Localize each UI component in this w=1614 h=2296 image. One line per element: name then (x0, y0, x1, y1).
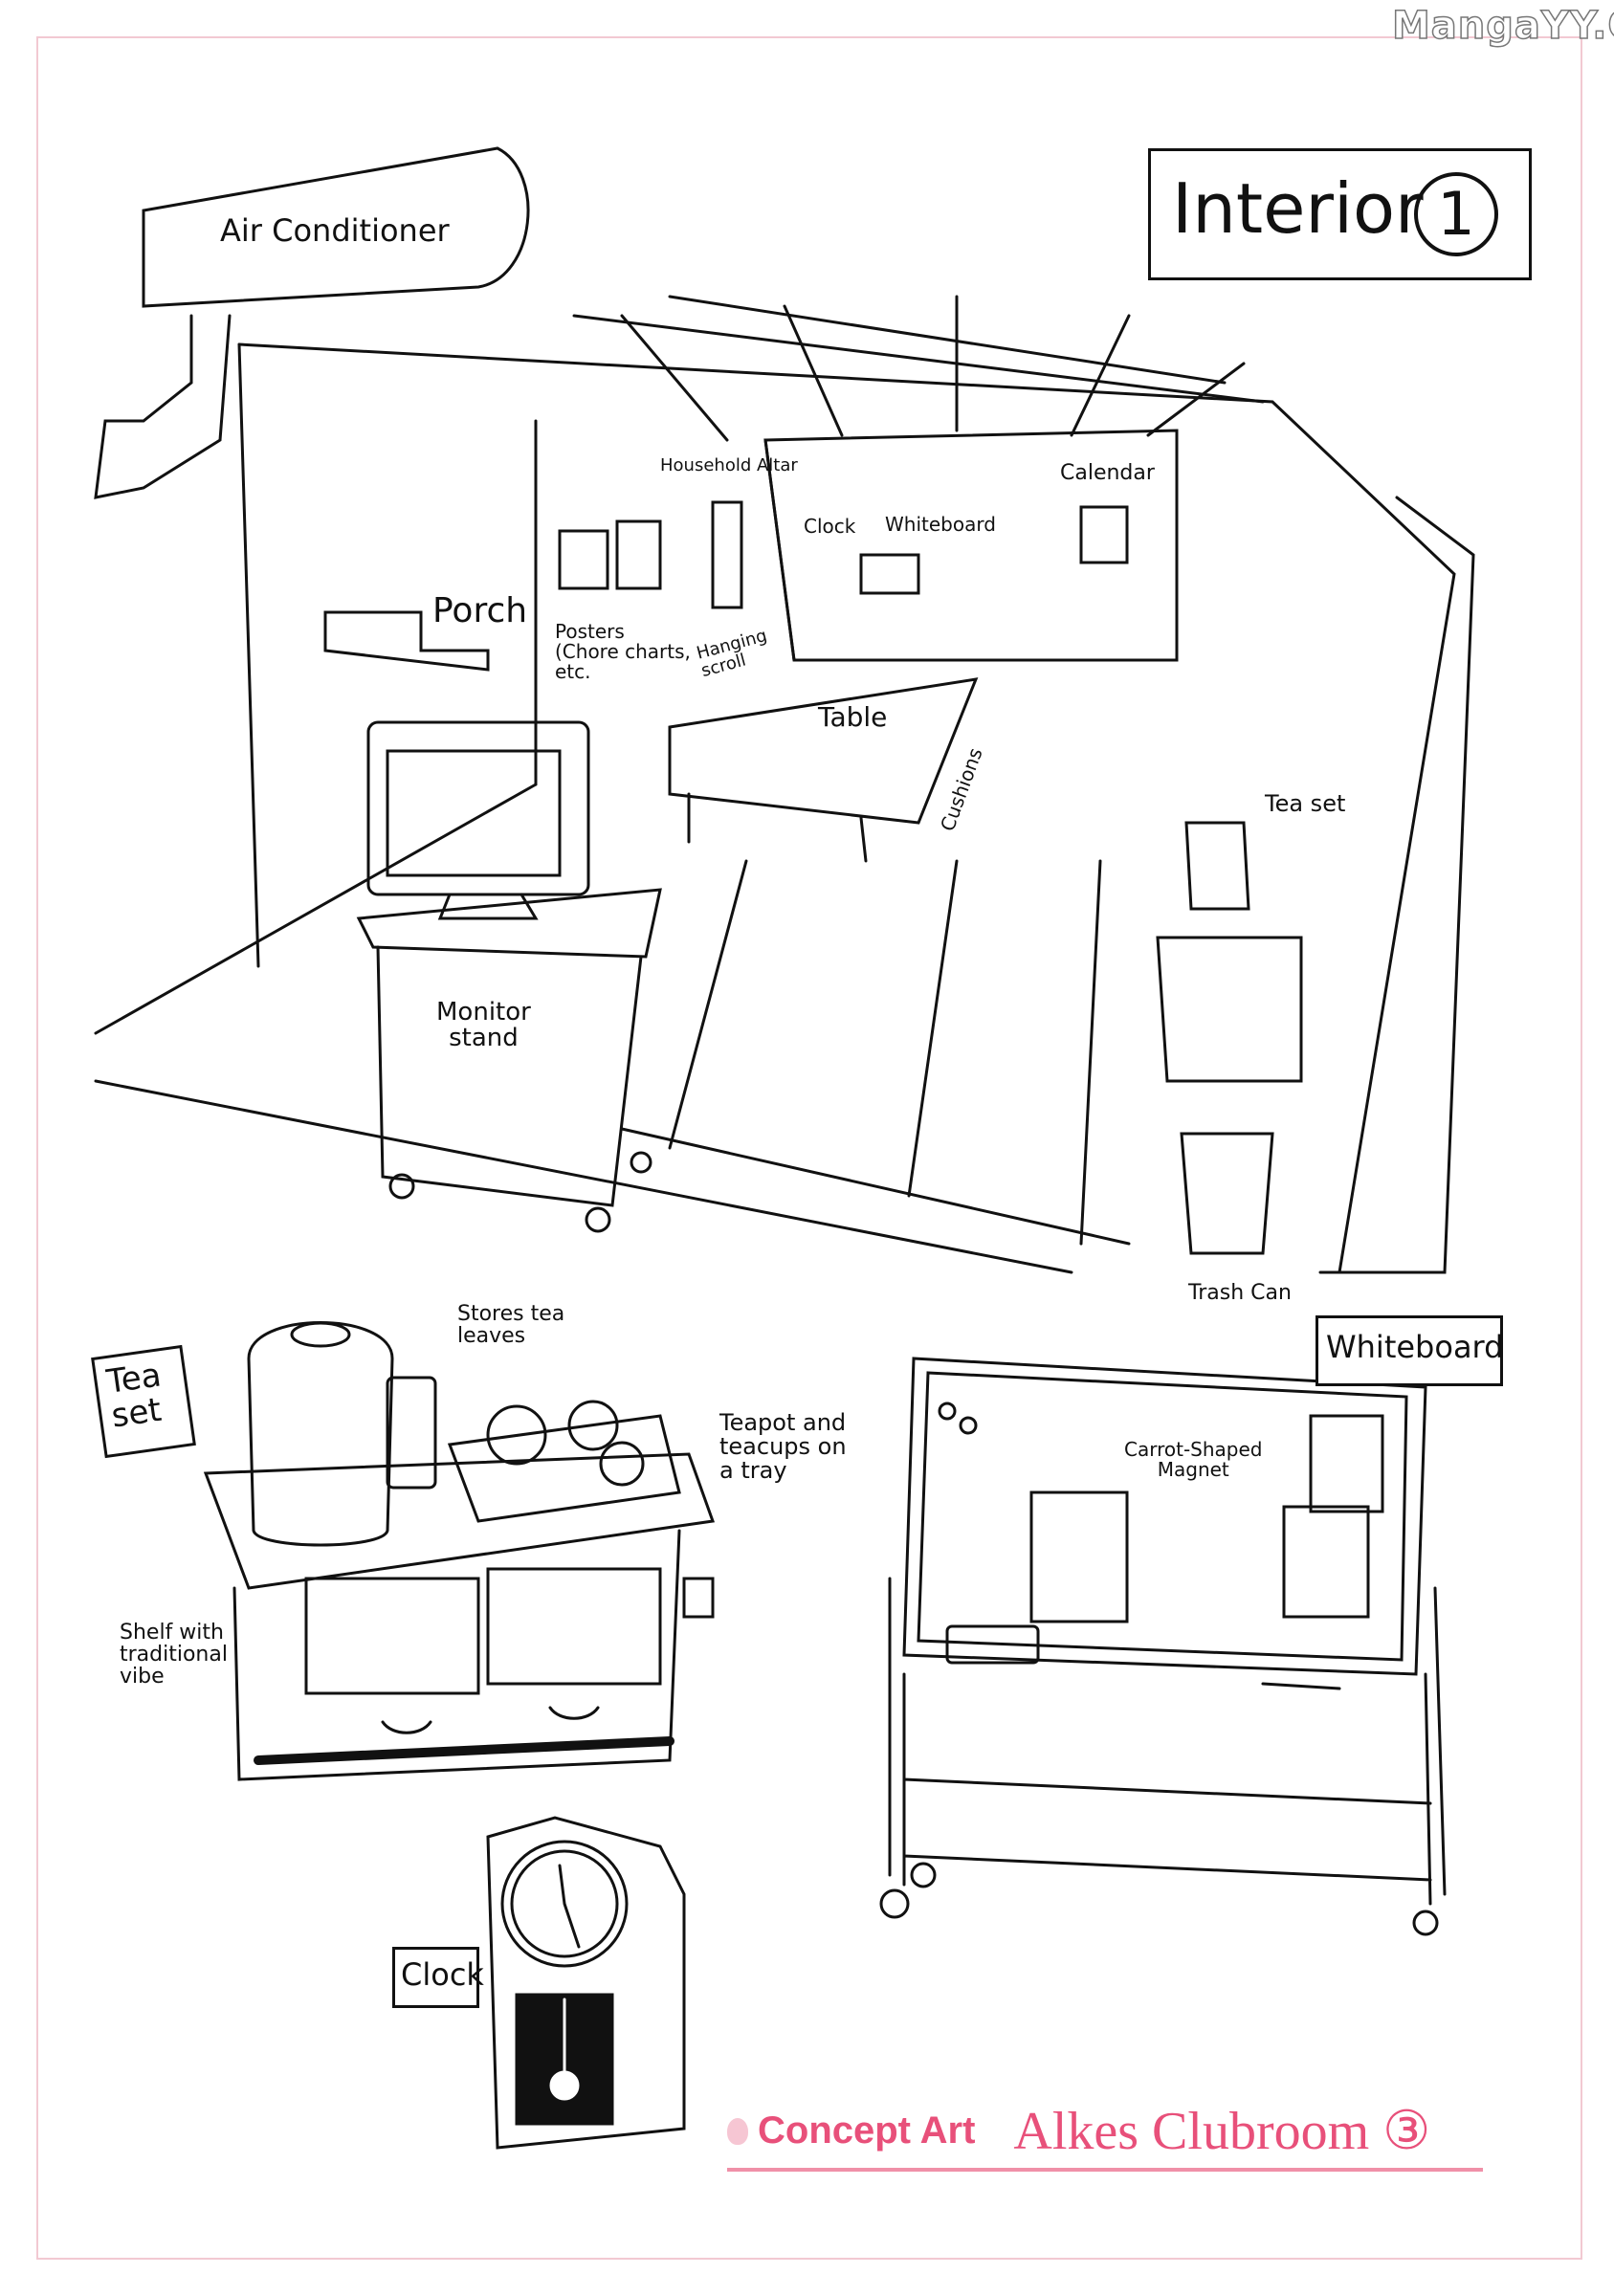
label-air-conditioner: Air Conditioner (220, 212, 450, 249)
room-tea-shelf-sketch (1156, 821, 1303, 1255)
title-box: Interior 1 (1148, 148, 1532, 280)
label-household-altar: Household Altar (660, 455, 798, 475)
whiteboard-detail-sketch (879, 1357, 1447, 1936)
label-stores-tea: Stores tea leaves (457, 1302, 565, 1349)
room-sketch (94, 295, 1475, 1274)
air-conditioner-sketch (94, 146, 530, 499)
clock-detail-sketch (486, 1816, 686, 2150)
label-shelf: Shelf with traditional vibe (120, 1621, 228, 1689)
page-frame (36, 36, 1582, 2260)
clubroom-title: Alkes Clubroom ③ (1013, 2102, 1431, 2161)
title-number: 1 (1414, 172, 1498, 256)
tea-set-detail-sketch (203, 1321, 716, 1781)
label-teapot: Teapot and teacups on a tray (719, 1409, 847, 1485)
tea-set-label-box: Tea set (91, 1344, 196, 1459)
label-porch: Porch (432, 591, 528, 630)
label-whiteboard: Whiteboard (1326, 1329, 1504, 1365)
label-clock: Clock (401, 1956, 484, 1993)
label-tea-set-room: Tea set (1265, 790, 1346, 817)
label-monitor-stand: Monitor stand (436, 998, 531, 1053)
label-trash-can: Trash Can (1188, 1281, 1292, 1305)
label-magnet: Carrot-Shaped Magnet (1124, 1438, 1263, 1481)
concept-art-label: Concept Art (758, 2109, 976, 2152)
watermark: MangaYY.Org (1391, 3, 1614, 49)
label-whiteboard-room: Whiteboard (885, 513, 996, 536)
monitor-stand-sketch (356, 720, 662, 1233)
label-calendar: Calendar (1060, 461, 1155, 485)
whiteboard-label-box: Whiteboard (1316, 1315, 1503, 1386)
page-title: Interior (1172, 168, 1424, 249)
label-tea-set: Tea set (104, 1356, 165, 1436)
footer-title: Concept Art Alkes Clubroom ③ (727, 2100, 1483, 2172)
sakura-petal-icon (727, 2117, 748, 2145)
clock-label-box: Clock (392, 1947, 484, 2008)
label-clock-room: Clock (804, 515, 856, 538)
label-table: Table (818, 701, 888, 733)
label-posters: Posters (Chore charts, etc. (555, 620, 691, 683)
